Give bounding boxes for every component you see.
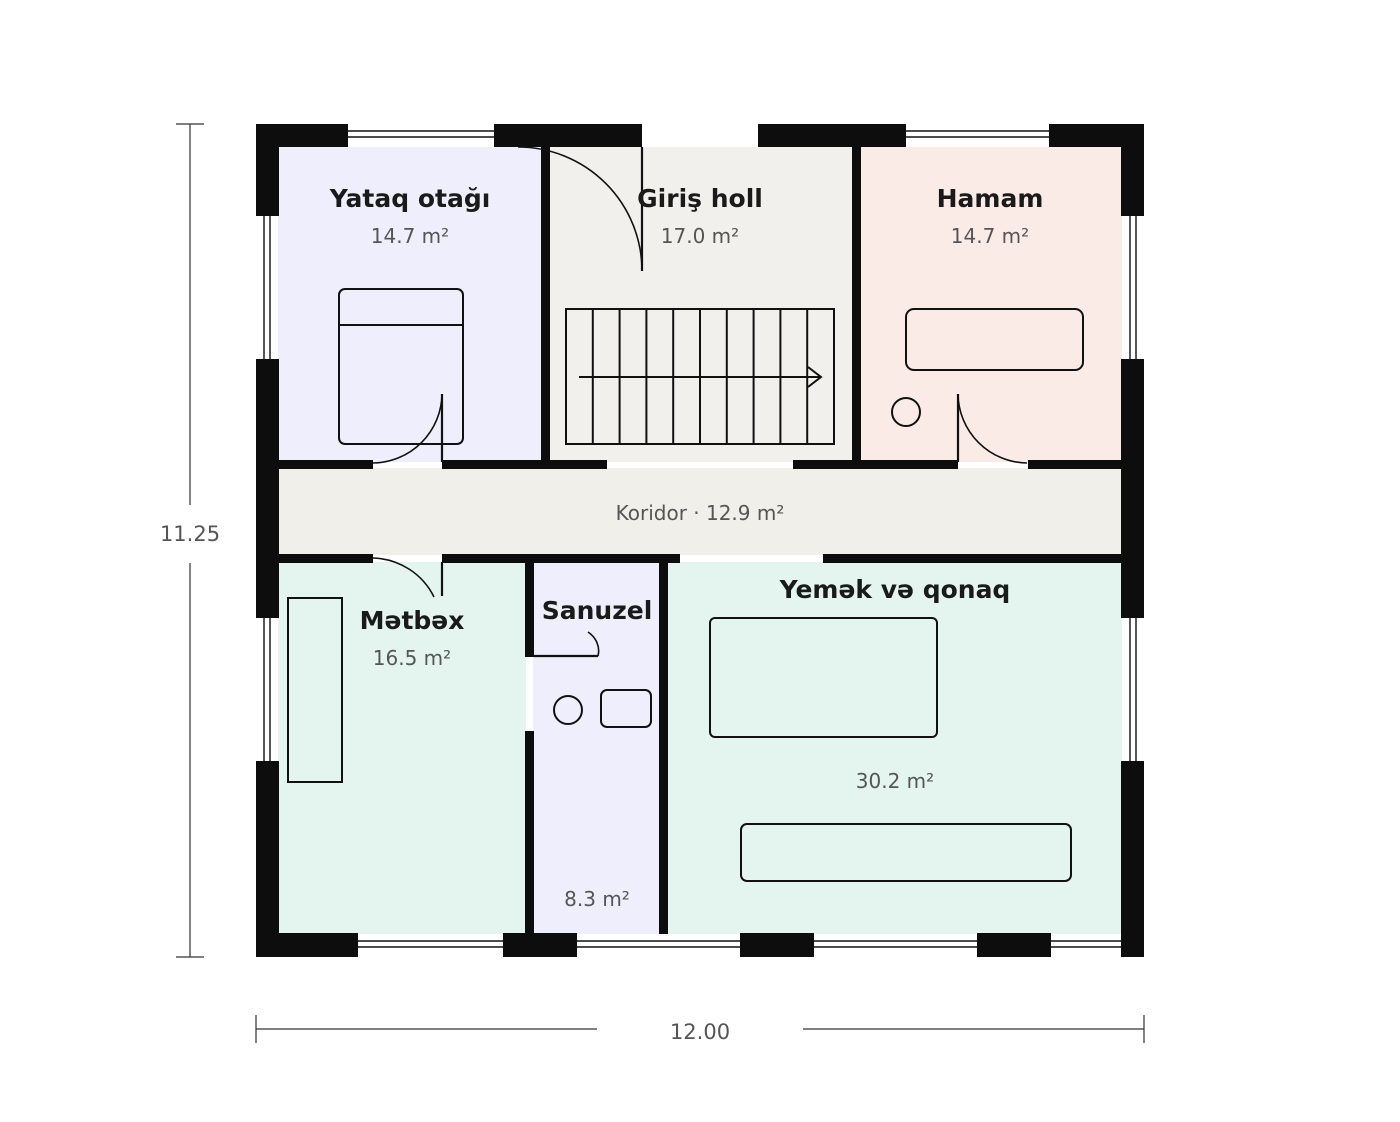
interior-walls (278, 147, 1122, 934)
sofa-icon (740, 823, 1072, 882)
label-kitchen-name: Mətbəx (360, 606, 465, 635)
room-bedroom-fill (278, 147, 542, 462)
toilet-icon (600, 689, 652, 728)
dimension-height-label: 11.25 (160, 522, 220, 546)
dimension-height: 11.25 (160, 123, 220, 958)
label-hall-name: Giriş holl (637, 184, 763, 213)
room-labels: Yataq otağı 14.7 m² Giriş holl 17.0 m² H… (329, 184, 1044, 911)
door-entrance (517, 146, 644, 272)
label-hall-area: 17.0 m² (661, 224, 739, 248)
bathtub-icon (905, 308, 1084, 371)
staircase-icon (565, 308, 835, 445)
door-bedroom (372, 393, 444, 464)
room-bath-fill (860, 147, 1122, 462)
door-bath (956, 393, 1028, 464)
kitchen-counter-icon (287, 597, 343, 783)
window-left-bedroom (257, 215, 278, 360)
dimension-width: 12.00 (255, 1015, 1145, 1044)
wc-sink-icon (553, 695, 583, 725)
window-bottom-living-2 (1050, 934, 1122, 956)
label-wc-area: 8.3 m² (564, 887, 630, 911)
window-bottom-kitchen (357, 934, 504, 956)
window-top-bedroom (347, 125, 495, 147)
window-left-kitchen (257, 617, 278, 762)
window-top-bath (905, 125, 1050, 147)
furniture (287, 288, 1084, 882)
label-bedroom-area: 14.7 m² (371, 224, 449, 248)
dining-table-icon (709, 617, 938, 738)
room-wc-fill (533, 562, 660, 934)
window-bottom-living-1 (813, 934, 978, 956)
door-kitchen (372, 557, 444, 598)
window-bottom-wc (576, 934, 741, 956)
dimension-width-label: 12.00 (670, 1020, 730, 1044)
label-living-name: Yemək və qonaq (779, 575, 1011, 604)
label-kitchen-area: 16.5 m² (373, 646, 451, 670)
label-bath-area: 14.7 m² (951, 224, 1029, 248)
room-living-fill (667, 562, 1122, 934)
windows (257, 125, 1143, 956)
doors (372, 146, 1028, 658)
room-kitchen-fill (278, 562, 526, 934)
room-corridor-fill (278, 468, 1122, 555)
label-corridor: Koridor · 12.9 m² (616, 501, 785, 525)
window-right-living (1122, 617, 1143, 762)
sink-icon (891, 397, 921, 427)
bed-icon (338, 288, 464, 445)
exterior-walls (256, 124, 1144, 957)
door-wc (534, 631, 600, 658)
label-wc-name: Sanuzel (542, 596, 653, 625)
room-fills (278, 147, 1122, 934)
label-bath-name: Hamam (937, 184, 1044, 213)
label-bedroom-name: Yataq otağı (329, 184, 491, 213)
window-right-bath (1122, 215, 1143, 360)
label-living-area: 30.2 m² (856, 769, 934, 793)
